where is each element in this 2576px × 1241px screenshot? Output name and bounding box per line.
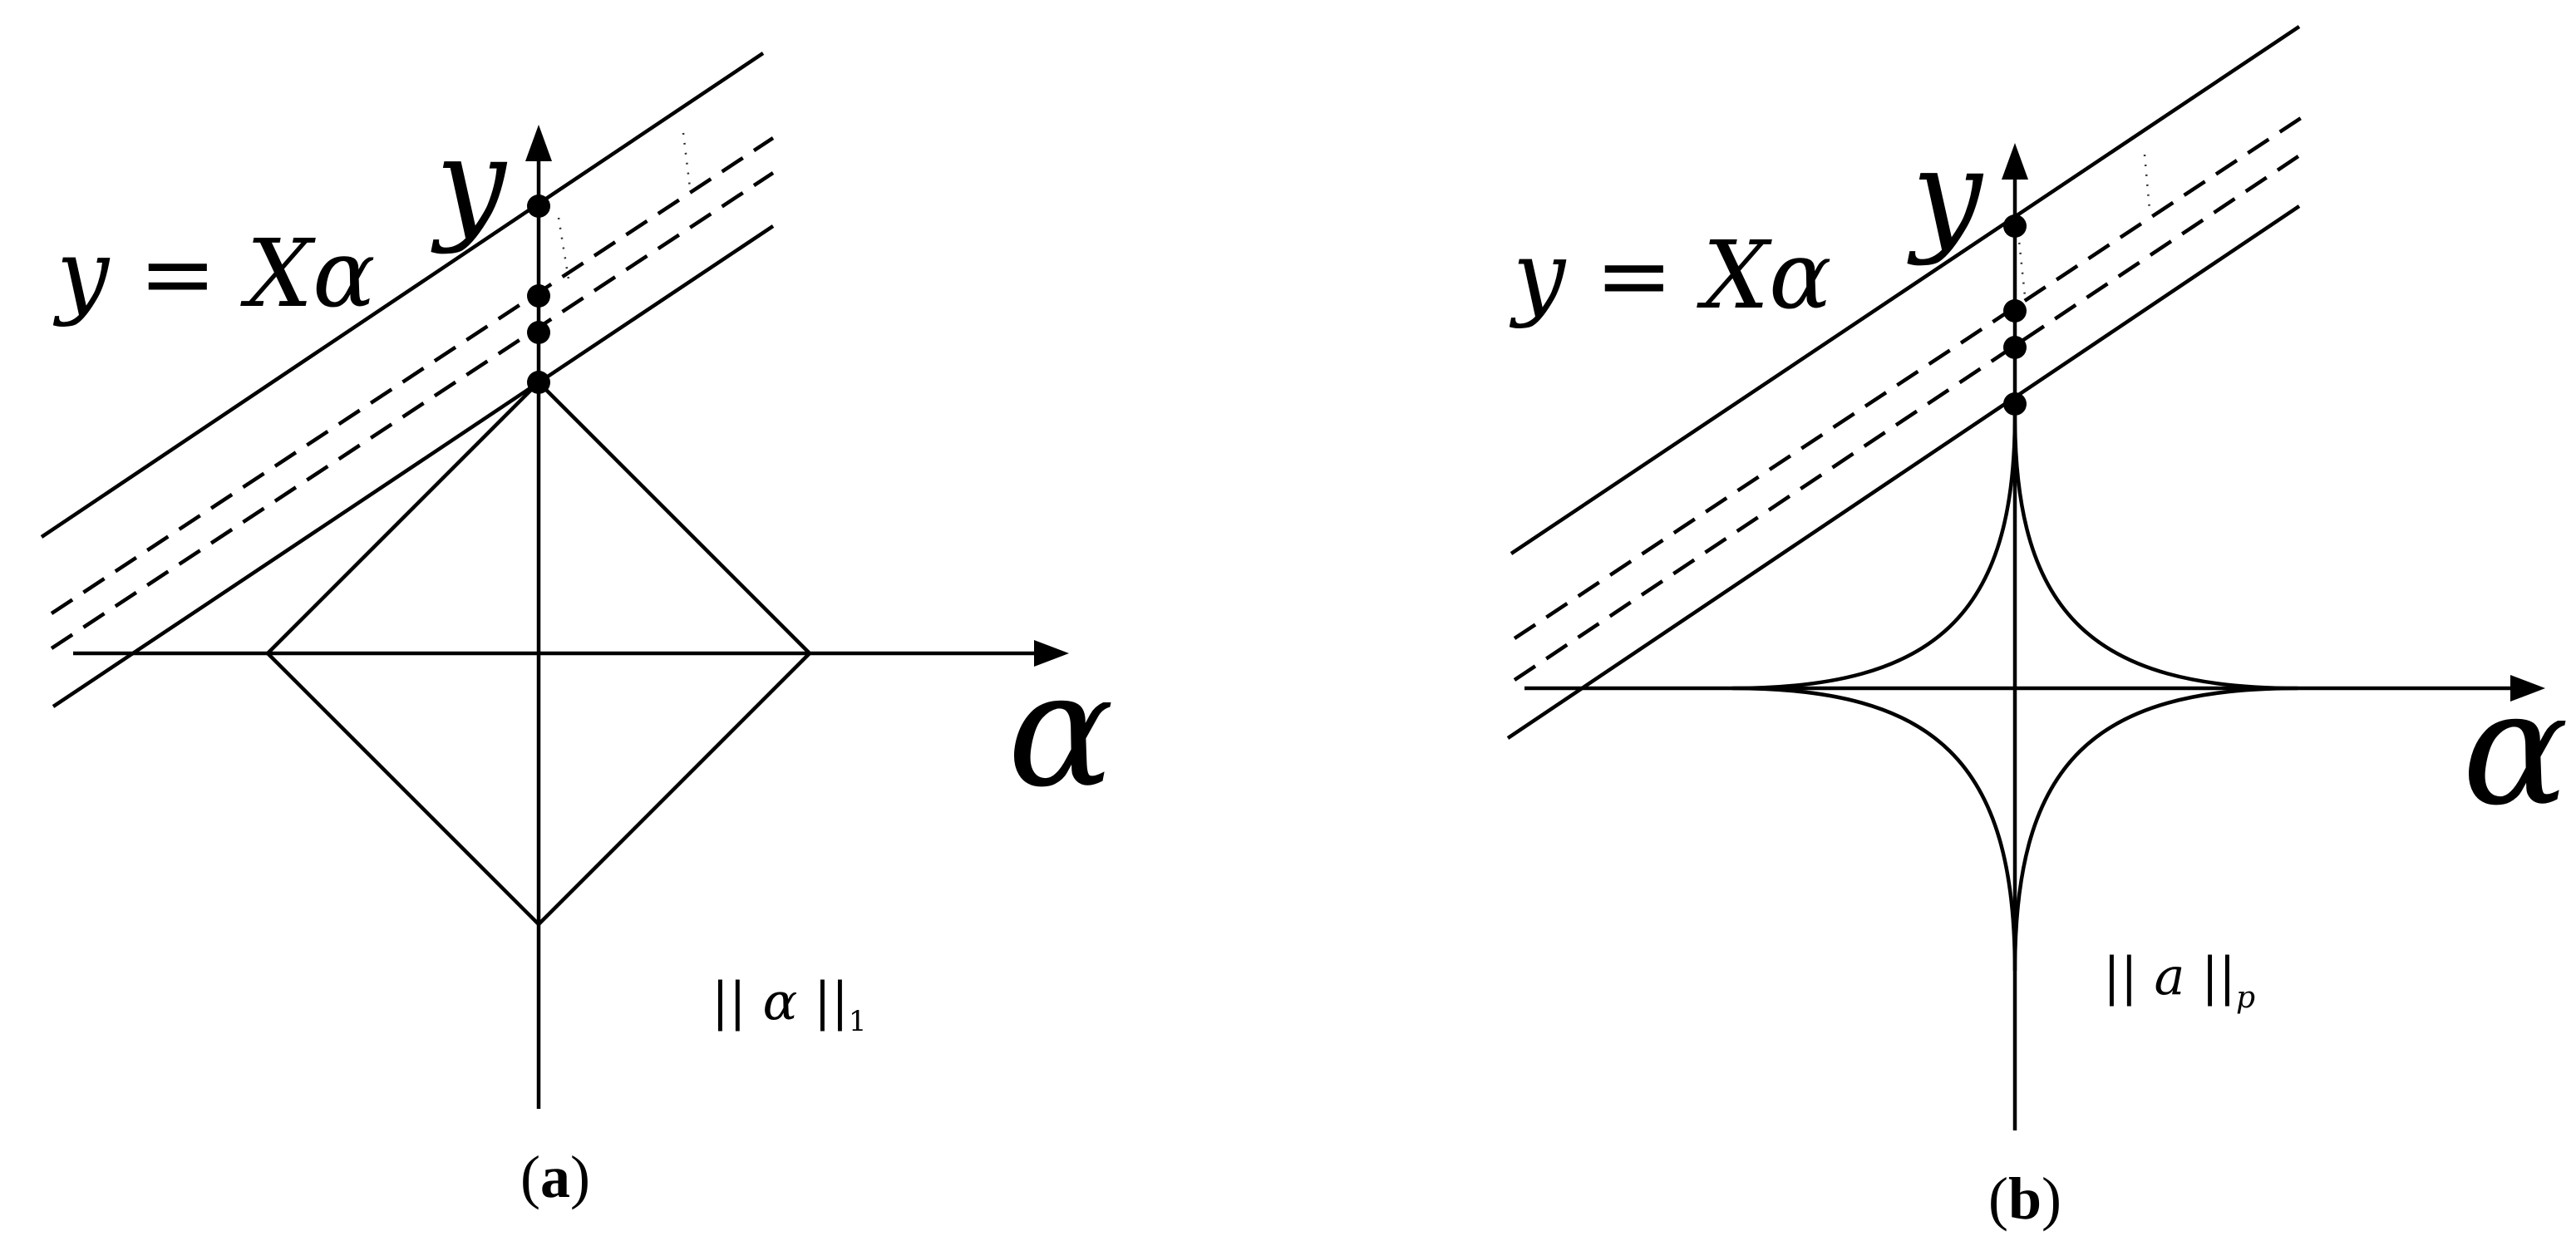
y-axis-label: y bbox=[1907, 123, 1984, 268]
intersection-point bbox=[527, 371, 550, 394]
y-axis-arrow bbox=[525, 125, 552, 161]
solid-line-upper bbox=[40, 52, 765, 539]
intersection-point bbox=[527, 195, 550, 218]
dotted-guide bbox=[557, 217, 570, 280]
lp-norm-ball bbox=[1731, 415, 2298, 972]
y-axis-label: y bbox=[431, 111, 508, 256]
panel-b: y = Xα y α || a ||p (b) bbox=[1506, 25, 2569, 1232]
dashed-line-lower bbox=[50, 171, 775, 650]
x-axis-label: α bbox=[2462, 657, 2569, 840]
norm-label: || α ||1 bbox=[712, 971, 866, 1038]
line-equation-label: y = Xα bbox=[52, 220, 376, 328]
dashed-line-lower bbox=[1513, 153, 2303, 682]
line-equation-label: y = Xα bbox=[1509, 222, 1832, 330]
intersection-point bbox=[2003, 336, 2027, 359]
dashed-line-upper bbox=[50, 136, 775, 615]
solid-line-upper bbox=[1510, 25, 2301, 555]
x-axis-arrow bbox=[1034, 640, 1069, 667]
intersection-point bbox=[2003, 299, 2027, 323]
panel-caption: (a) bbox=[520, 1144, 590, 1210]
solid-line-lower bbox=[52, 224, 775, 708]
dashed-line-upper bbox=[1513, 116, 2303, 640]
panel-caption: (b) bbox=[1988, 1165, 2061, 1232]
dotted-guide bbox=[2143, 154, 2151, 210]
intersection-point bbox=[2003, 214, 2027, 238]
intersection-point bbox=[2003, 392, 2027, 416]
solid-line-lower bbox=[1506, 204, 2301, 740]
norm-subscript: 1 bbox=[849, 1005, 867, 1038]
panel-a: y = Xα y α || α ||1 (a) bbox=[40, 52, 1114, 1210]
dotted-guide bbox=[2017, 232, 2027, 297]
intersection-point bbox=[527, 284, 550, 308]
x-axis-arrow bbox=[2510, 675, 2545, 702]
norm-subscript: p bbox=[2236, 981, 2255, 1015]
intersection-point bbox=[527, 321, 550, 344]
y-axis-arrow bbox=[2002, 143, 2028, 180]
norm-label: || a ||p bbox=[2103, 946, 2255, 1015]
x-axis-label: α bbox=[1007, 638, 1114, 822]
l1-norm-ball bbox=[264, 379, 813, 928]
dotted-guide bbox=[682, 132, 692, 189]
